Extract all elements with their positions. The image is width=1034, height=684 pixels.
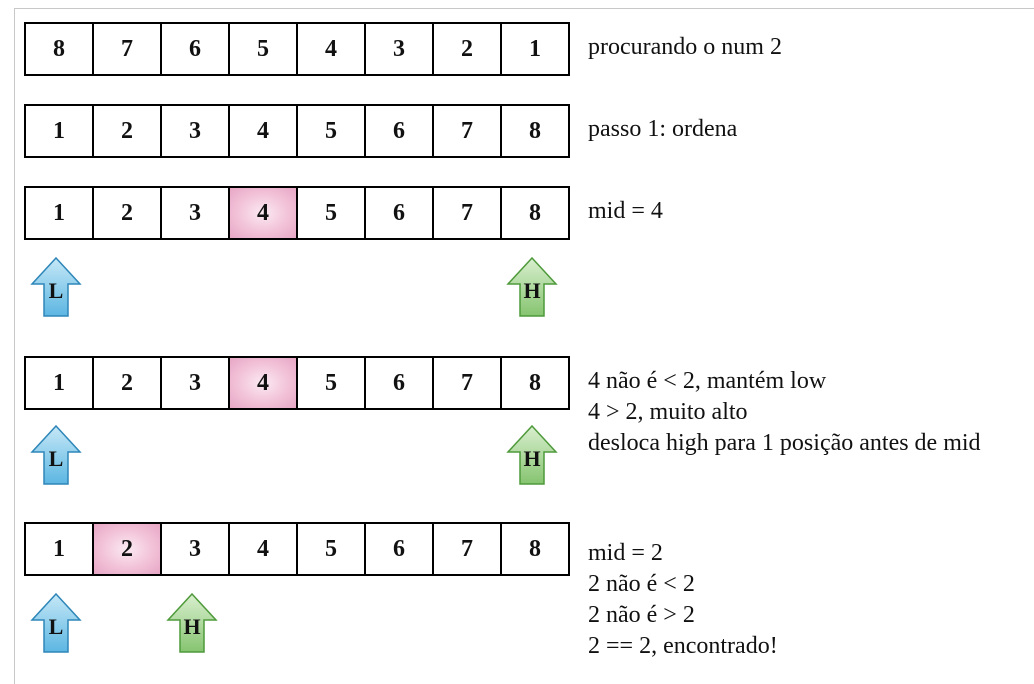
low-pointer-label: L: [48, 278, 64, 303]
array-cell: 3: [160, 104, 230, 158]
array-cell: 5: [296, 356, 366, 410]
low-pointer-arrow: L: [30, 592, 82, 654]
array-cell: 7: [432, 104, 502, 158]
array-row-2: 1 2 3 4 5 6 7 8: [24, 104, 570, 158]
array-cell: 6: [364, 104, 434, 158]
caption-line: desloca high para 1 posição antes de mid: [588, 430, 981, 456]
array-cell: 1: [500, 22, 570, 76]
array-cell: 8: [500, 356, 570, 410]
low-pointer-label: L: [48, 614, 64, 639]
array-cell: 5: [296, 186, 366, 240]
high-pointer-label: H: [523, 278, 541, 303]
array-cell: 4: [296, 22, 366, 76]
array-cell: 4: [228, 104, 298, 158]
high-pointer-arrow: H: [506, 424, 558, 486]
array-cell: 7: [432, 522, 502, 576]
array-cell: 8: [500, 186, 570, 240]
low-pointer-arrow: L: [30, 424, 82, 486]
caption-line: 2 não é < 2: [588, 571, 695, 597]
array-cell: 2: [92, 104, 162, 158]
array-cell: 3: [364, 22, 434, 76]
array-cell: 8: [500, 104, 570, 158]
caption-line: mid = 2: [588, 540, 663, 566]
caption-line: 2 não é > 2: [588, 602, 695, 628]
high-pointer-arrow: H: [506, 256, 558, 318]
array-cell: 3: [160, 522, 230, 576]
array-cell: 2: [92, 186, 162, 240]
frame-top-border: [14, 8, 1034, 9]
array-cell: 7: [92, 22, 162, 76]
array-cell: 1: [24, 356, 94, 410]
caption-line: mid = 4: [588, 198, 663, 224]
array-row-1: 8 7 6 5 4 3 2 1: [24, 22, 570, 76]
array-cell: 6: [364, 186, 434, 240]
caption-line: passo 1: ordena: [588, 116, 738, 142]
low-pointer-arrow: L: [30, 256, 82, 318]
array-cell: 2: [432, 22, 502, 76]
caption-row-1: procurando o num 2: [588, 32, 782, 63]
frame-left-border: [14, 8, 15, 684]
array-cell: 6: [364, 356, 434, 410]
array-cell: 1: [24, 522, 94, 576]
array-cell: 2: [92, 356, 162, 410]
caption-line: 4 > 2, muito alto: [588, 399, 748, 425]
array-row-3: 1 2 3 4 5 6 7 8: [24, 186, 570, 240]
low-pointer-label: L: [48, 446, 64, 471]
array-cell: 6: [160, 22, 230, 76]
high-pointer-arrow: H: [166, 592, 218, 654]
caption-row-4: 4 não é < 2, mantém low 4 > 2, muito alt…: [588, 366, 981, 459]
high-pointer-label: H: [523, 446, 541, 471]
array-cell-mid: 2: [92, 522, 162, 576]
array-cell: 5: [296, 522, 366, 576]
array-row-5: 1 2 3 4 5 6 7 8: [24, 522, 570, 576]
array-cell: 8: [24, 22, 94, 76]
array-cell: 7: [432, 356, 502, 410]
caption-line: 2 == 2, encontrado!: [588, 633, 778, 659]
array-cell: 5: [228, 22, 298, 76]
caption-row-5: mid = 2 2 não é < 2 2 não é > 2 2 == 2, …: [588, 538, 778, 662]
array-cell: 1: [24, 104, 94, 158]
array-cell-mid: 4: [228, 186, 298, 240]
high-pointer-label: H: [183, 614, 201, 639]
caption-row-2: passo 1: ordena: [588, 114, 737, 145]
array-cell-mid: 4: [228, 356, 298, 410]
array-cell: 1: [24, 186, 94, 240]
array-cell: 4: [228, 522, 298, 576]
array-cell: 3: [160, 186, 230, 240]
caption-line: 4 não é < 2, mantém low: [588, 368, 827, 394]
array-cell: 8: [500, 522, 570, 576]
array-row-4: 1 2 3 4 5 6 7 8: [24, 356, 570, 410]
caption-line: procurando o num 2: [588, 34, 782, 60]
array-cell: 6: [364, 522, 434, 576]
caption-row-3: mid = 4: [588, 196, 663, 227]
array-cell: 5: [296, 104, 366, 158]
array-cell: 7: [432, 186, 502, 240]
array-cell: 3: [160, 356, 230, 410]
